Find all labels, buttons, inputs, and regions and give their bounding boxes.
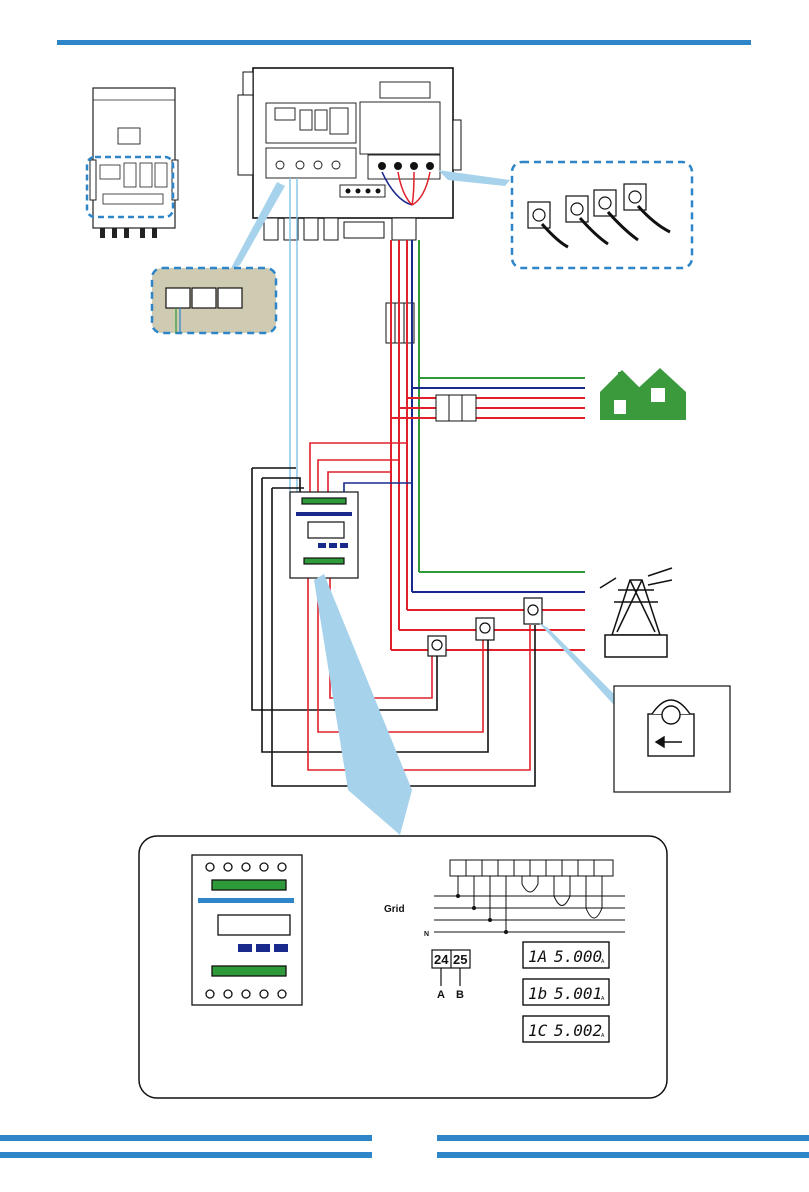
lcd-value: 5.002 xyxy=(554,1021,602,1040)
inverter-icon xyxy=(238,68,461,240)
lcd-display: 1A 5.000 A xyxy=(523,942,609,968)
lcd-phase: 1b xyxy=(528,984,547,1003)
footer-bar-left-2 xyxy=(0,1152,372,1158)
ct-detail-box xyxy=(614,686,730,792)
footer-bar-right-1 xyxy=(437,1135,809,1141)
lcd-value: 5.000 xyxy=(554,947,602,966)
inverter-overview-icon xyxy=(90,88,178,238)
lcd-phase: 1C xyxy=(528,1021,548,1040)
ethernet-port-icon xyxy=(152,268,276,333)
load-breaker-icon xyxy=(436,395,476,421)
terminal-b-number: 25 xyxy=(453,952,467,967)
lcd-display: 1b 5.001 A xyxy=(523,979,609,1005)
terminal-a-label: A xyxy=(437,989,445,1001)
energy-meter-icon xyxy=(290,492,358,578)
footer-bar-left-1 xyxy=(0,1135,372,1141)
lcd-display: 1C 5.002 A xyxy=(523,1016,609,1042)
grid-label: Grid xyxy=(384,904,405,915)
house-icon xyxy=(600,368,686,420)
footer-bar-right-2 xyxy=(437,1152,809,1158)
lcd-value: 5.001 xyxy=(554,984,602,1003)
power-tower-icon xyxy=(600,568,672,657)
callout-beam-meter xyxy=(314,574,412,835)
header-bar xyxy=(57,40,751,45)
terminal-a-number: 24 xyxy=(434,952,449,967)
meter-detail-icon xyxy=(192,855,302,1005)
lcd-phase: 1A xyxy=(528,947,547,966)
grid-ct-icon xyxy=(428,598,542,656)
neutral-label: N xyxy=(424,931,429,938)
terminal-b-label: B xyxy=(456,989,464,1001)
